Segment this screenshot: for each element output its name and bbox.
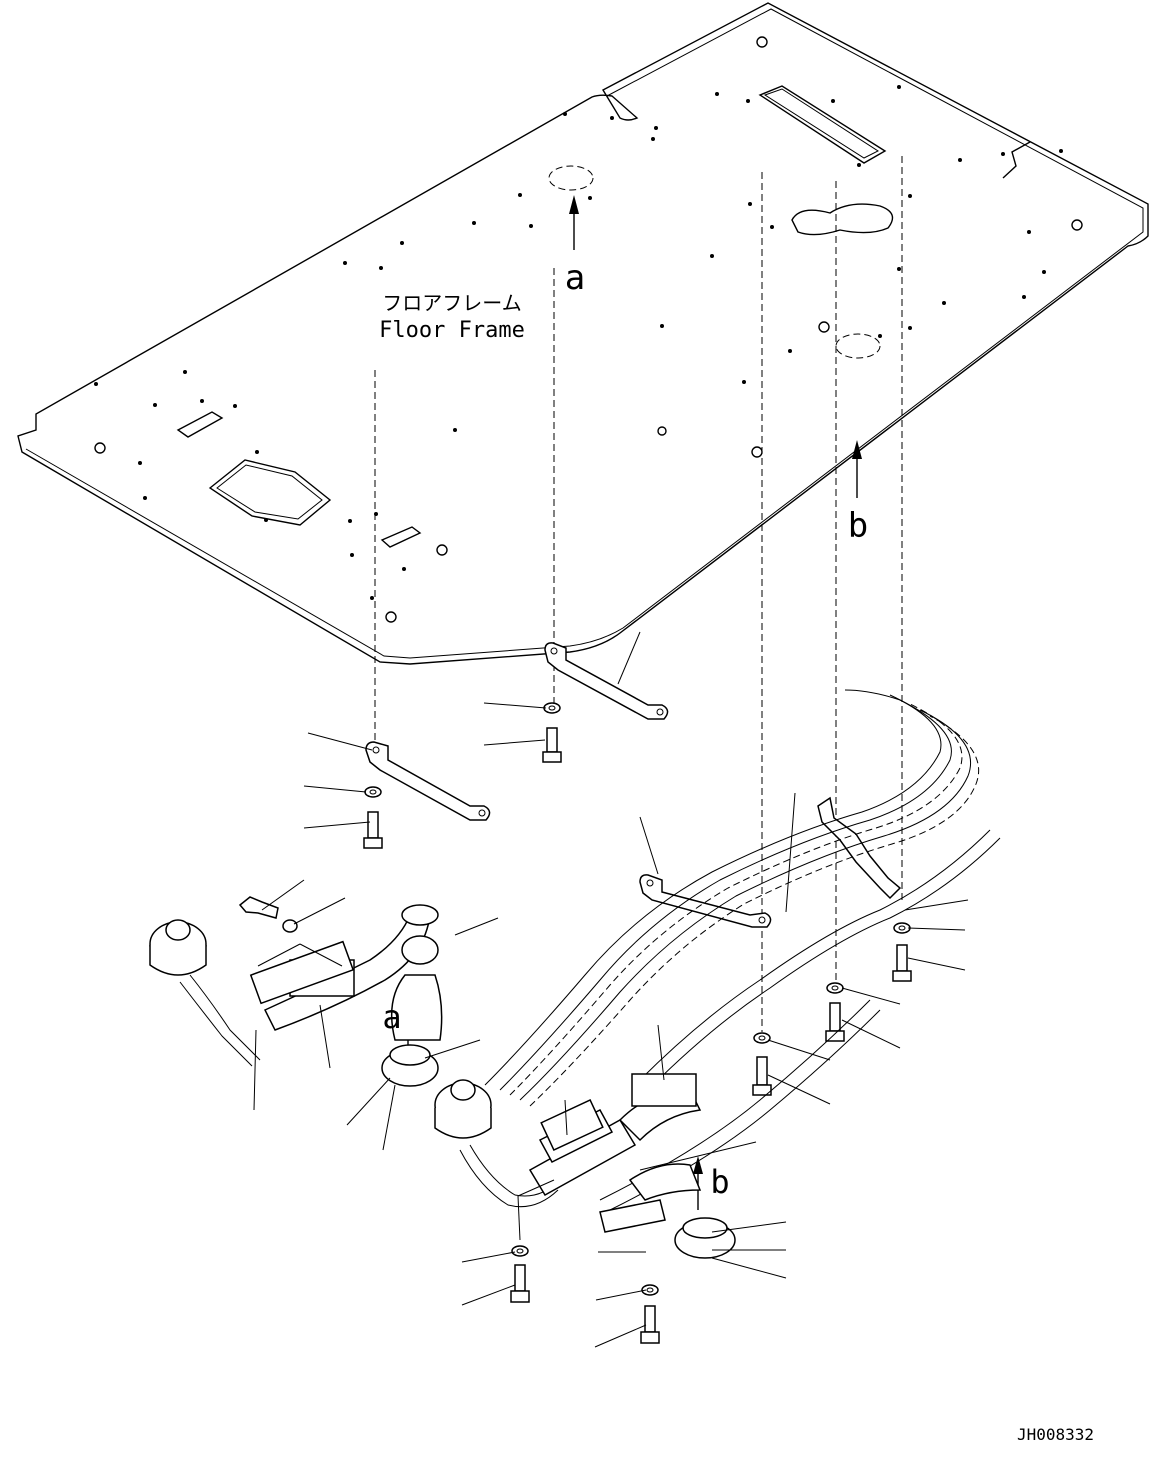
washer-bolt-center	[542, 702, 562, 763]
washer-bolt-right-1	[892, 922, 912, 982]
bracket-left	[365, 741, 491, 821]
washer-bolt-left	[363, 786, 383, 849]
marker-a-upper: a	[565, 258, 585, 298]
left-elbow-pipe	[249, 904, 443, 1087]
left-control-valve	[149, 919, 261, 1067]
bracket-right-lower	[639, 874, 772, 928]
bracket-center	[544, 642, 669, 720]
washer-bolt-bottom-2	[640, 1284, 660, 1344]
bolt-top-left	[238, 896, 298, 933]
right-control-valve	[434, 1079, 561, 1208]
marker-b-lower: b	[710, 1163, 729, 1201]
washer-bolt-bottom-1	[510, 1245, 530, 1303]
floor-frame-plate	[17, 2, 1149, 665]
marker-a-lower: a	[382, 998, 401, 1036]
arrow-a-upper	[569, 195, 579, 250]
leader-lines	[253, 631, 969, 1348]
floor-frame-label-jp: フロアフレーム	[382, 291, 521, 315]
dashed-center-lines	[374, 156, 903, 1032]
floor-frame-label-en: Floor Frame	[379, 318, 525, 343]
marker-b-upper: b	[848, 506, 868, 546]
washer-bolt-right-3	[752, 1032, 772, 1096]
washer-bolt-right-2	[825, 982, 845, 1042]
arrow-b-upper	[852, 440, 862, 498]
drawing-code: JH008332	[1017, 1425, 1094, 1444]
right-elbow-pipes	[528, 1073, 736, 1259]
